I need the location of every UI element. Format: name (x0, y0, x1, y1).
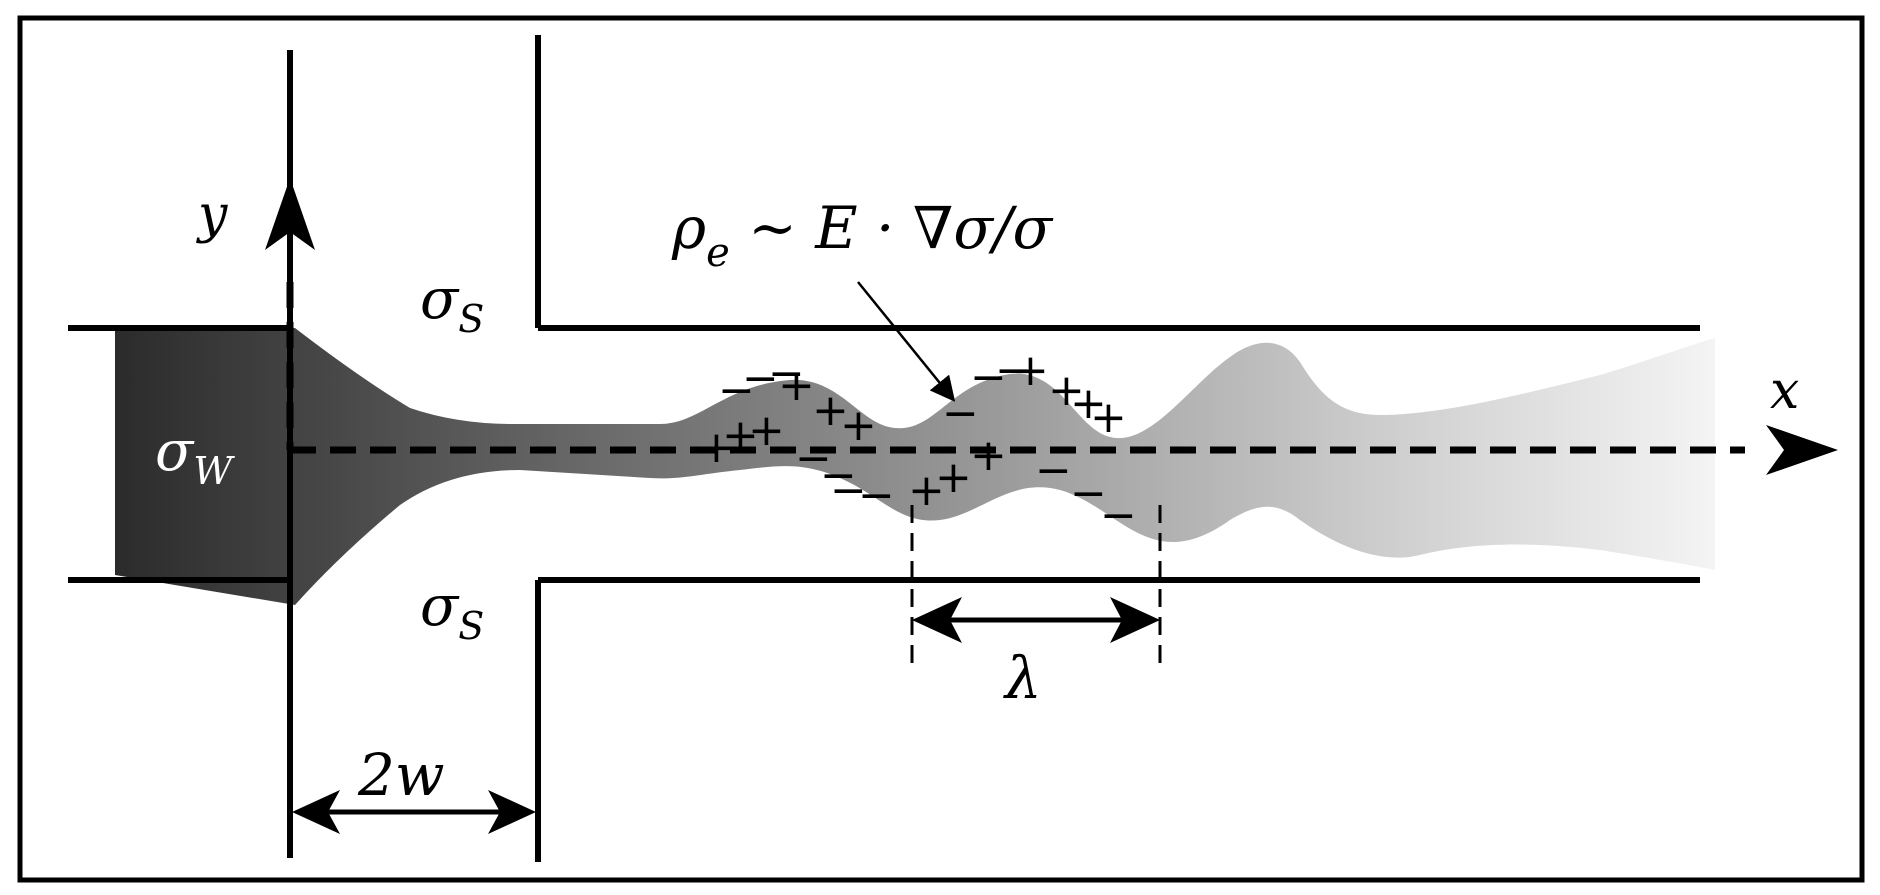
wavelength-dimension (910, 505, 1162, 665)
charge-minus: − (995, 345, 1032, 396)
x-axis-label: x (1770, 361, 1799, 421)
charge-plus: + (1090, 392, 1127, 443)
charge-minus: − (795, 433, 832, 484)
charge-minus: − (820, 450, 857, 501)
jet-body (115, 328, 1715, 605)
y-axis-label: y (196, 185, 228, 245)
charge-plus: + (935, 452, 972, 503)
y-axis (265, 178, 315, 282)
wavelength-label: λ (1003, 644, 1042, 712)
charge-plus: + (1070, 378, 1107, 429)
y-axis-arrowhead (265, 178, 315, 250)
rho-subscript: e (706, 230, 730, 276)
charge-plus: + (1048, 365, 1085, 416)
charge-minus: − (1100, 490, 1137, 541)
wavelength-arrowhead-left (912, 597, 962, 643)
charge-plus: + (698, 422, 735, 473)
sigma-s-top-symbol: σ (420, 267, 460, 332)
width-label: 2w (357, 741, 445, 809)
charge-minus: − (830, 465, 867, 516)
diagram-frame (17, 15, 1865, 883)
charge-plus: + (970, 430, 1007, 481)
width-arrowhead-left (292, 790, 340, 834)
rho-symbol: ρ (671, 194, 706, 262)
x-axis-arrowhead (1766, 425, 1838, 475)
dashed-guides (286, 282, 1745, 454)
charge-minus: − (1035, 445, 1072, 496)
charge-minus: − (1070, 468, 1107, 519)
charge-markers: − − − + + + + + + − − − − − − − + + + + … (698, 345, 1137, 541)
charge-plus: + (778, 360, 815, 411)
charge-minus: − (742, 353, 779, 404)
sigma-w-label: σW (155, 419, 235, 493)
charge-plus: + (908, 465, 945, 516)
sigma-s-top-subscript: S (458, 297, 484, 341)
charge-plus: + (722, 410, 759, 461)
sigma-s-bottom-symbol: σ (420, 574, 460, 639)
charge-minus: − (718, 365, 755, 416)
sigma-w-symbol: σ (155, 419, 195, 484)
charge-density-formula: ρe ~ E · ∇σ/σ (671, 194, 1054, 276)
charge-plus: + (812, 385, 849, 436)
sigma-w-subscript: W (193, 449, 235, 493)
sigma-s-bottom-subscript: S (458, 604, 484, 648)
formula-pointer (857, 281, 956, 402)
charge-minus: − (858, 470, 895, 521)
charge-plus: + (1012, 345, 1049, 396)
sigma-s-top-label: σS (420, 267, 484, 341)
charge-plus: + (748, 405, 785, 456)
charge-minus: − (942, 388, 979, 439)
wavelength-arrowhead-right (1110, 597, 1160, 643)
width-arrowhead-right (488, 790, 536, 834)
charge-plus: + (840, 400, 877, 451)
charge-minus: − (970, 352, 1007, 403)
charge-minus: − (768, 348, 805, 399)
sigma-s-bottom-label: σS (420, 574, 484, 648)
formula-rest: ~ E · ∇σ/σ (730, 194, 1054, 262)
